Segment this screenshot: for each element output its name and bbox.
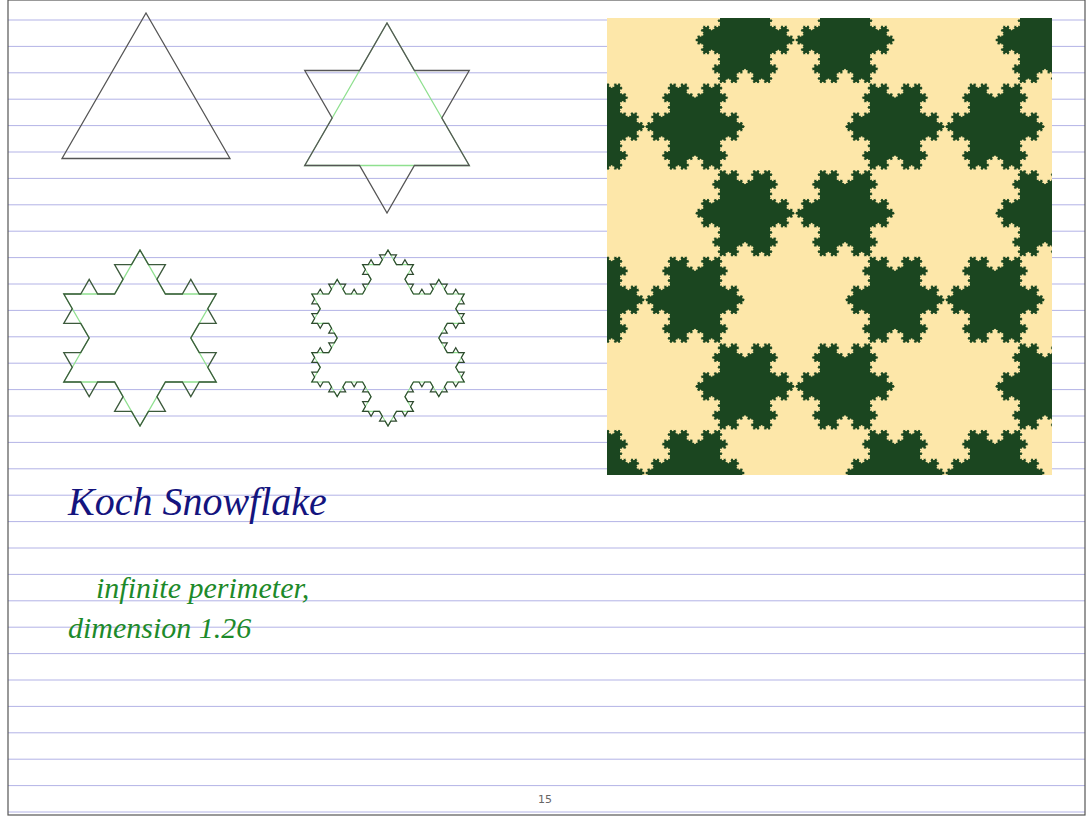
dark-snowflake bbox=[795, 18, 895, 83]
ruled-line bbox=[8, 548, 1085, 549]
koch-previous-outline bbox=[312, 250, 464, 426]
dark-snowflake bbox=[945, 83, 1045, 170]
dark-snowflake bbox=[795, 170, 895, 257]
dark-snowflake bbox=[845, 83, 945, 170]
ruled-line bbox=[8, 785, 1085, 786]
dark-snowflake bbox=[607, 257, 645, 344]
handwritten-title: Koch Snowflake bbox=[68, 478, 327, 526]
page-number: 15 bbox=[538, 793, 552, 806]
dark-snowflake bbox=[645, 430, 745, 475]
dark-snowflake bbox=[945, 257, 1045, 344]
ruled-line bbox=[8, 759, 1085, 760]
dark-snowflake bbox=[645, 83, 745, 170]
dark-snowflake bbox=[645, 257, 745, 344]
dark-snowflake bbox=[607, 83, 645, 170]
ruled-line bbox=[8, 653, 1085, 654]
handwritten-note: infinite perimeter, dimension 1.26 bbox=[68, 568, 358, 648]
tiling-background bbox=[607, 18, 1052, 475]
dark-snowflake bbox=[695, 343, 795, 430]
dark-snowflake bbox=[995, 170, 1052, 257]
ruled-line bbox=[8, 706, 1085, 707]
ruled-line bbox=[8, 812, 1085, 813]
dark-snowflake bbox=[995, 343, 1052, 430]
dark-snowflake bbox=[795, 343, 895, 430]
koch-previous-outline bbox=[305, 23, 470, 166]
koch-iteration-2 bbox=[64, 250, 216, 426]
koch-iteration-0 bbox=[62, 13, 230, 159]
ruled-line bbox=[8, 732, 1085, 733]
snowflake-tiling bbox=[607, 18, 1052, 475]
dark-snowflake bbox=[695, 18, 795, 83]
dark-snowflake bbox=[945, 430, 1045, 475]
koch-iteration-1 bbox=[305, 23, 470, 213]
dark-snowflake bbox=[845, 257, 945, 344]
dark-snowflake bbox=[845, 430, 945, 475]
page-frame bbox=[8, 0, 1085, 815]
koch-iteration-3 bbox=[312, 250, 464, 426]
dark-snowflake bbox=[607, 430, 645, 475]
koch-previous-outline bbox=[64, 250, 216, 426]
ruled-line bbox=[8, 680, 1085, 681]
dark-snowflake bbox=[695, 170, 795, 257]
dark-snowflake bbox=[995, 18, 1052, 83]
